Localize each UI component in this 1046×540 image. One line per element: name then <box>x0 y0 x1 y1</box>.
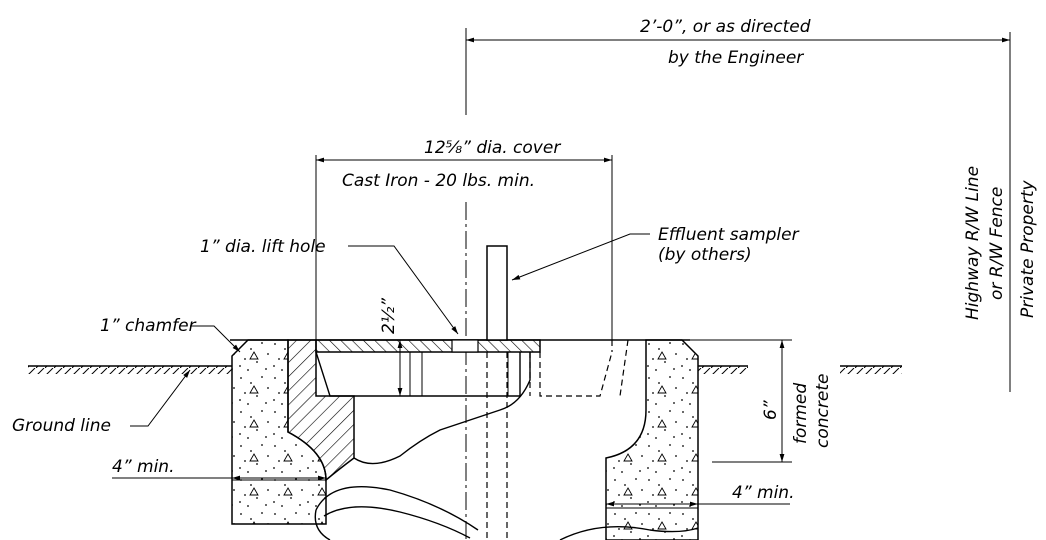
top-dim-text-2: by the Engineer <box>668 48 804 68</box>
formed-text: formed <box>791 383 811 444</box>
lift-hole <box>451 339 479 353</box>
ground-line-text: Ground line <box>12 416 111 436</box>
depth-2half-text: 2½” <box>379 298 399 334</box>
cover-dim-text: 12⅝” dia. cover <box>424 138 561 158</box>
lift-hole-text: 1” dia. lift hole <box>200 237 326 257</box>
sampler-label: Effluent sampler (by others) <box>511 225 800 281</box>
outlet-pipe <box>314 486 699 540</box>
cover-material-text: Cast Iron - 20 lbs. min. <box>342 171 535 191</box>
ground-line-right <box>698 365 902 374</box>
min-left-text: 4” min. <box>112 457 175 477</box>
break-line <box>353 352 531 465</box>
min-right-dimension: 4” min. <box>606 483 795 507</box>
sampler-text-1: Effluent sampler <box>658 225 800 245</box>
lift-hole-label: 1” dia. lift hole <box>200 237 459 335</box>
row-text-3: Private Property <box>1018 179 1038 318</box>
sampler-text-2: (by others) <box>658 245 752 265</box>
right-concrete-collar <box>605 339 699 540</box>
chamfer-text: 1” chamfer <box>100 316 197 336</box>
right-of-way-labels: Highway R/W Line or R/W Fence Private Pr… <box>963 166 1038 320</box>
frame-casting-left <box>287 339 355 482</box>
row-text-2: or R/W Fence <box>987 187 1007 300</box>
depth-6-text: 6” <box>761 400 781 420</box>
depth-6-dimension: 6” formed concrete <box>690 339 833 463</box>
effluent-sampler <box>486 245 508 540</box>
ground-line-label: Ground line <box>12 369 191 436</box>
chamfer-label: 1” chamfer <box>100 316 241 353</box>
min-right-text: 4” min. <box>732 483 795 503</box>
top-dimension: 2’-0”, or as directed by the Engineer <box>465 17 1011 392</box>
min-left-dimension: 4” min. <box>112 457 326 481</box>
top-dim-text-1: 2’-0”, or as directed <box>640 17 811 37</box>
ground-line-left <box>28 365 232 374</box>
depth-2half-dimension: 2½” <box>379 298 403 396</box>
row-text-1: Highway R/W Line <box>963 166 983 320</box>
cover-dimension: 12⅝” dia. cover Cast Iron - 20 lbs. min. <box>315 138 613 340</box>
concrete-text: concrete <box>813 374 833 448</box>
